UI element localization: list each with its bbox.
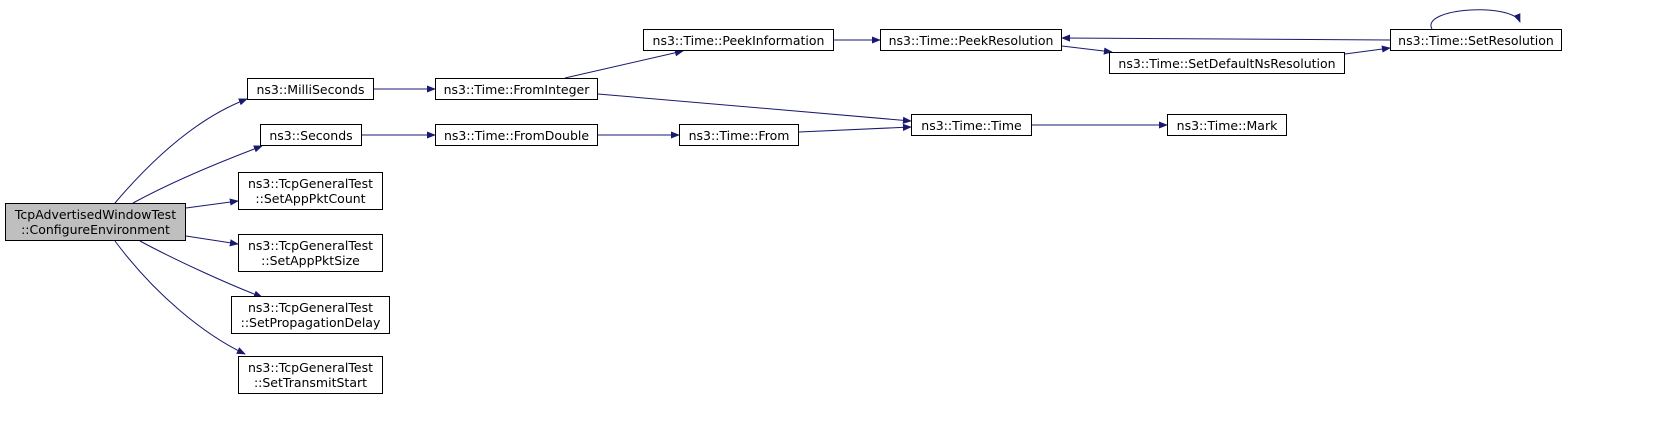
node-seconds-label: ns3::Seconds [269,127,353,143]
node-set-transmit-start-line-1: ns3::TcpGeneralTest [247,360,373,375]
node-set-propagation-delay-line-2: ::SetPropagationDelay [240,315,381,330]
node-peek-information-label: ns3::Time::PeekInformation [652,32,825,48]
node-set-app-pkt-count[interactable]: ns3::TcpGeneralTest ::SetAppPktCount [238,172,383,210]
node-set-app-pkt-size[interactable]: ns3::TcpGeneralTest ::SetAppPktSize [238,234,383,272]
edge-root-to-milliseconds [114,98,248,204]
node-from-label: ns3::Time::From [688,127,790,143]
node-time[interactable]: ns3::Time::Time [911,114,1032,136]
node-set-default-ns-resolution[interactable]: ns3::Time::SetDefaultNsResolution [1109,52,1345,74]
edge-root-to-set-app-pkt-count [185,198,239,209]
node-set-resolution-label: ns3::Time::SetResolution [1398,32,1554,48]
node-root[interactable]: TcpAdvertisedWindowTest ::ConfigureEnvir… [5,203,186,241]
node-set-app-pkt-size-line-1: ns3::TcpGeneralTest [247,238,373,253]
node-mark-label: ns3::Time::Mark [1176,117,1278,133]
node-peek-information[interactable]: ns3::Time::PeekInformation [643,29,834,51]
edge-from-to-time [798,123,912,133]
node-mark[interactable]: ns3::Time::Mark [1167,114,1287,136]
edge-peek-resolution-to-set-default-ns-resolution [1061,45,1113,55]
node-milliseconds-label: ns3::MilliSeconds [256,81,365,97]
edge-set-default-ns-resolution-to-set-resolution [1344,45,1391,55]
node-from-integer-label: ns3::Time::FromInteger [443,81,590,97]
node-set-propagation-delay[interactable]: ns3::TcpGeneralTest ::SetPropagationDela… [231,296,390,334]
edge-set-resolution-self-loop [1430,9,1521,30]
node-set-app-pkt-count-line-2: ::SetAppPktCount [255,191,366,206]
edge-root-to-set-propagation-delay [139,240,263,298]
node-peek-resolution-label: ns3::Time::PeekResolution [888,32,1054,48]
node-set-app-pkt-count-line-1: ns3::TcpGeneralTest [247,176,373,191]
node-set-propagation-delay-line-1: ns3::TcpGeneralTest [247,300,373,315]
node-set-resolution[interactable]: ns3::Time::SetResolution [1390,29,1562,51]
node-root-line-2: ::ConfigureEnvironment [21,222,170,237]
edge-set-resolution-to-peek-resolution [1061,34,1391,42]
edge-root-to-set-app-pkt-size [185,235,239,247]
node-set-app-pkt-size-line-2: ::SetAppPktSize [261,253,360,268]
node-time-label: ns3::Time::Time [921,117,1022,133]
edge-from-integer-to-peek-information [564,49,684,79]
node-seconds[interactable]: ns3::Seconds [260,124,362,146]
node-peek-resolution[interactable]: ns3::Time::PeekResolution [880,29,1062,51]
edge-root-to-set-transmit-start [114,240,246,355]
node-from[interactable]: ns3::Time::From [679,124,799,146]
node-from-double-label: ns3::Time::FromDouble [443,127,590,143]
node-from-double[interactable]: ns3::Time::FromDouble [435,124,598,146]
node-root-line-1: TcpAdvertisedWindowTest [14,207,177,222]
edge-root-to-seconds [132,145,263,204]
node-set-default-ns-resolution-label: ns3::Time::SetDefaultNsResolution [1118,55,1336,71]
node-from-integer[interactable]: ns3::Time::FromInteger [435,78,598,100]
node-set-transmit-start-line-2: ::SetTransmitStart [253,375,368,390]
edge-from-integer-to-time [597,93,912,124]
node-set-transmit-start[interactable]: ns3::TcpGeneralTest ::SetTransmitStart [238,356,383,394]
node-milliseconds[interactable]: ns3::MilliSeconds [247,78,374,100]
